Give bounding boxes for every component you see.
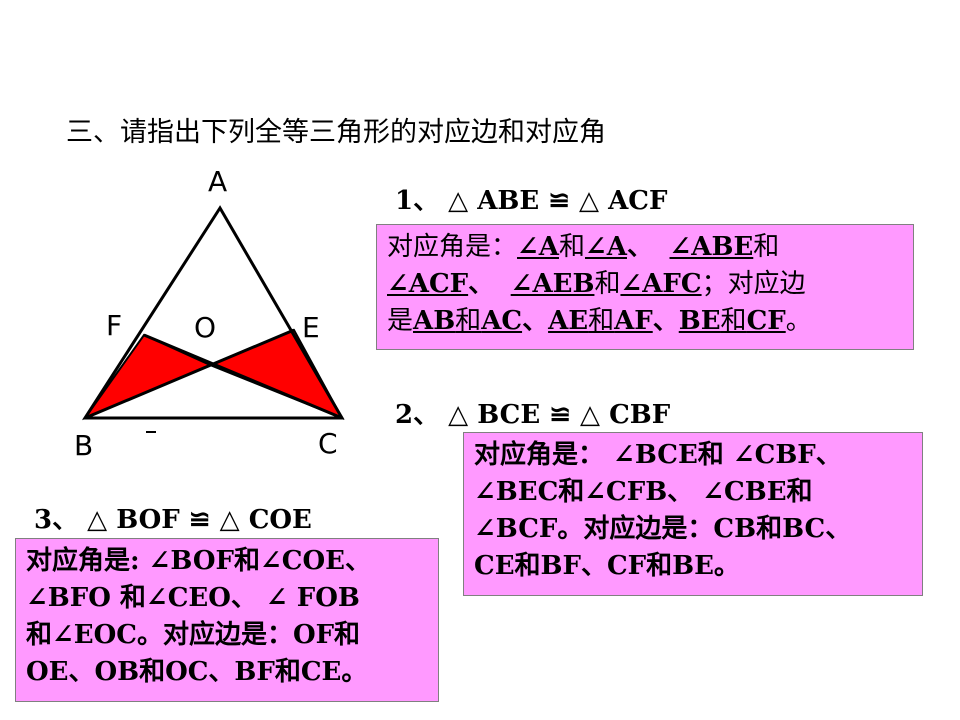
vertex-label-b: B xyxy=(74,429,94,462)
q2-line4: CE和BF、CF和BE。 xyxy=(474,551,740,581)
q1-answer-box: 对应角是：∠A和∠A、 ∠ABE和 ∠ACF、 ∠AEB和∠AFC；对应边 是A… xyxy=(376,224,914,350)
q1-text: 和 xyxy=(455,306,482,336)
q1-text: 是 xyxy=(387,306,414,336)
q2-answer-box: 对应角是： ∠BCE和 ∠CBF、 ∠BEC和∠CFB、 ∠CBE和 ∠BCF。… xyxy=(463,432,923,596)
q1-side: AF xyxy=(614,306,653,336)
q3-line3: 和∠EOC。对应边是：OF和 xyxy=(26,620,361,650)
segment-cf xyxy=(143,333,343,420)
q1-angle: ∠A xyxy=(517,232,559,262)
q1-angle: ∠ABE xyxy=(669,232,754,262)
q2-line2: ∠BEC和∠CFB、 ∠CBE和 xyxy=(474,477,813,507)
q1-text: ；对应边 xyxy=(701,269,806,299)
q3-answer-box: 对应角是: ∠BOF和∠COE、 ∠BFO 和∠CEO、 ∠ FOB 和∠EOC… xyxy=(15,538,439,702)
q1-side: AB xyxy=(413,306,456,336)
q1-side: BE xyxy=(678,306,721,336)
q2-line1: 对应角是： ∠BCE和 ∠CBF、 xyxy=(474,440,842,470)
vertex-label-a: A xyxy=(208,165,228,198)
q1-text: 对应角是： xyxy=(387,232,518,262)
q1-text: 、 xyxy=(626,232,653,262)
vertex-label-f: F xyxy=(106,309,123,342)
triangle-ceo-fill xyxy=(207,328,345,420)
q1-text: 和 xyxy=(594,269,621,299)
q1-line1: 对应角是：∠A和∠A、 ∠ABE和 xyxy=(387,229,903,266)
triangle-bfo-fill xyxy=(82,333,213,421)
q1-text: 和 xyxy=(720,306,747,336)
q1-text: 和 xyxy=(753,232,780,262)
q1-angle: ∠A xyxy=(585,232,627,262)
q1-side: AC xyxy=(481,306,523,336)
triangle-abc xyxy=(82,205,345,420)
q3-heading: 3、 △ BOF ≌ △ COE xyxy=(34,505,312,535)
q1-text: 和 xyxy=(558,232,585,262)
q1-text: 、 xyxy=(522,306,549,336)
q1-angle: ∠AEB xyxy=(510,269,595,299)
vertex-label-c: C xyxy=(318,427,338,460)
q1-text: 和 xyxy=(588,306,615,336)
q1-text: 、 xyxy=(468,269,495,299)
q3-line1: 对应角是: ∠BOF和∠COE、 xyxy=(26,546,371,576)
q1-angle: ∠AFC xyxy=(620,269,702,299)
vertex-label-o: O xyxy=(194,311,217,344)
q3-line4: OE、OB和OC、BF和CE。 xyxy=(26,657,368,687)
q1-text: 。 xyxy=(785,306,812,336)
page-title: 三、请指出下列全等三角形的对应边和对应角 xyxy=(66,117,606,148)
triangle-diagram xyxy=(82,205,345,433)
q1-heading: 1、 △ ABE ≌ △ ACF xyxy=(395,186,668,216)
q1-side: CF xyxy=(746,306,786,336)
triangle-figure: A F O E B C xyxy=(60,160,360,474)
q2-heading: 2、 △ BCE ≌ △ CBF xyxy=(395,400,671,430)
segment-be xyxy=(84,328,295,420)
q2-line3: ∠BCF。对应边是：CB和BC、 xyxy=(474,514,852,544)
q1-angle: ∠ACF xyxy=(387,269,469,299)
q1-line2: ∠ACF、 ∠AEB和∠AFC；对应边 xyxy=(387,266,903,303)
q1-side: AE xyxy=(548,306,589,336)
q3-line2: ∠BFO 和∠CEO、 ∠ FOB xyxy=(26,583,360,613)
vertex-label-e: E xyxy=(302,311,320,344)
q1-text: 、 xyxy=(652,306,679,336)
q1-line3: 是AB和AC、AE和AF、BE和CF。 xyxy=(387,303,903,340)
